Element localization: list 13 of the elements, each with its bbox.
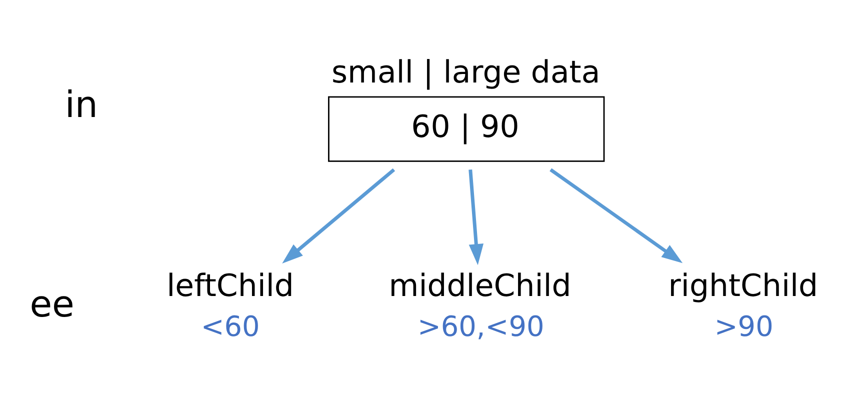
label: in bbox=[64, 82, 98, 126]
node-label: >90 bbox=[714, 309, 774, 342]
node-label: >60,<90 bbox=[417, 309, 544, 342]
node-text: rightChild bbox=[668, 268, 818, 304]
node-text: middleChild bbox=[388, 268, 572, 304]
arrow bbox=[468, 169, 484, 265]
node-label: small | large data bbox=[332, 54, 600, 90]
node-label: <60 bbox=[200, 309, 260, 342]
arrow bbox=[282, 168, 396, 264]
node-box: 60 | 90 bbox=[328, 96, 605, 162]
arrow bbox=[550, 168, 683, 263]
label: ee bbox=[30, 282, 74, 326]
node-text: leftChild bbox=[166, 268, 294, 304]
